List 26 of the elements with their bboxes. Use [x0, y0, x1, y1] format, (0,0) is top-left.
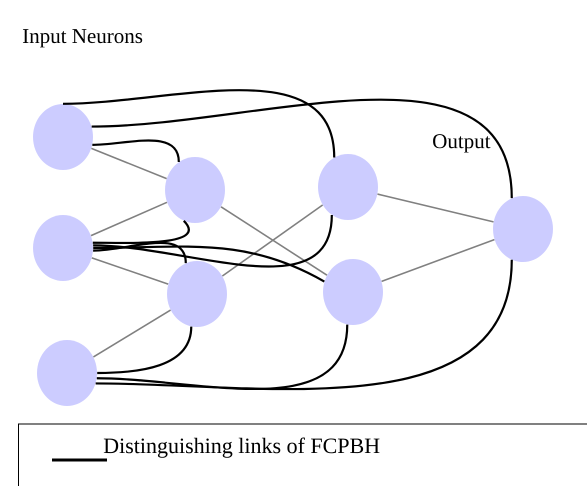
link-line	[97, 326, 192, 374]
link-line	[93, 214, 333, 268]
neuron-circle	[165, 157, 225, 223]
link-line	[92, 139, 180, 162]
neuron-circle	[33, 104, 93, 170]
link-line	[96, 260, 513, 390]
link-line	[90, 202, 168, 236]
caption-text: Output	[433, 134, 490, 153]
caption-text: Input Neurons	[22, 29, 142, 48]
neuron-circle	[37, 340, 97, 406]
link-line	[92, 257, 168, 285]
link-line	[93, 245, 325, 283]
link-line	[62, 89, 336, 158]
link-line	[92, 98, 513, 198]
legend-entry: Distinguishing links of FCPBH	[52, 438, 380, 462]
link-line	[96, 324, 348, 390]
link-line	[91, 148, 167, 180]
neuron-circle	[318, 154, 378, 220]
link-line	[381, 238, 495, 282]
link-line	[93, 242, 187, 264]
neuron-circle	[167, 261, 227, 327]
link-line	[377, 193, 494, 223]
neuron-circle	[493, 196, 553, 262]
neuron-circle	[323, 258, 383, 325]
link-line	[93, 309, 171, 358]
neuron-circle	[33, 214, 93, 281]
